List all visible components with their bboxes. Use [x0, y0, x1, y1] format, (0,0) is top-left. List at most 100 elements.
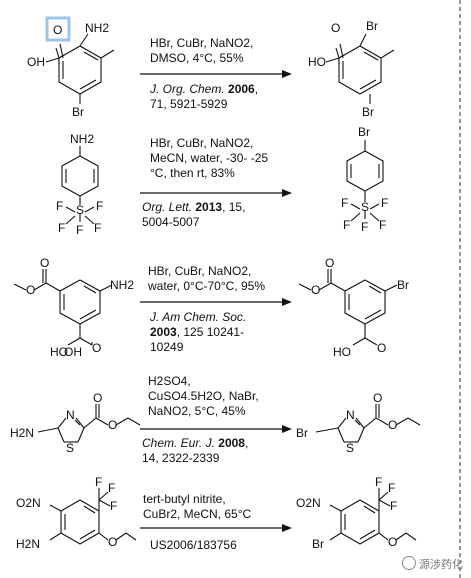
reference-pages: 10249 — [150, 340, 184, 354]
atom-label-f: F — [375, 475, 382, 489]
atom-label-o: O — [108, 535, 117, 549]
reference-pages: 14, 2322-2339 — [142, 451, 220, 465]
molecule-2-start — [61, 146, 99, 225]
atom-label-n: N — [66, 408, 75, 422]
molecule-4-product — [315, 404, 421, 443]
atom-label-f: F — [390, 499, 397, 513]
atom-label-f: F — [108, 481, 115, 495]
molecule-5-product — [329, 488, 417, 545]
journal-name: Org. Lett. — [142, 200, 193, 214]
atom-label-f: F — [56, 199, 63, 213]
atom-label-f: F — [76, 223, 83, 237]
reference-2: Org. Lett. 2013, 15, 5004-5007 — [142, 200, 245, 230]
atom-label-f: F — [96, 199, 103, 213]
patent-number: US2006/183756 — [150, 538, 237, 552]
reference-details: , — [254, 82, 259, 96]
molecule-1-start — [45, 33, 115, 104]
reference-details: , — [244, 436, 249, 450]
chat-icon — [402, 556, 416, 570]
conditions-1: HBr, CuBr, NaNO2, DMSO, 4°C, 55% — [150, 36, 253, 66]
conditions-4: H2SO4, CuSO4.5H2O, NaBr, NaNO2, 5°C, 45% — [148, 374, 259, 419]
atom-label-br: Br — [362, 105, 374, 119]
journal-year: 2008 — [218, 436, 245, 450]
condition-line: HBr, CuBr, NaNO2, — [150, 136, 254, 150]
atom-label-s: S — [66, 441, 74, 455]
atom-label-o: O — [40, 256, 49, 270]
condition-line: HBr, CuBr, NaNO2, — [150, 36, 254, 50]
journal-year: 2006 — [228, 82, 255, 96]
atom-label-o2n: O2N — [16, 496, 41, 510]
condition-line: tert-butyl nitrite, — [143, 492, 226, 506]
condition-line: MeCN, water, -30- -25 — [150, 151, 269, 165]
atom-label-br: Br — [358, 125, 370, 139]
reference-5: US2006/183756 — [150, 538, 237, 553]
reference-4: Chem. Eur. J. 2008, 14, 2322-2339 — [142, 436, 248, 466]
molecule-4-start — [37, 404, 141, 443]
atom-label-nh2: NH2 — [85, 21, 109, 35]
atom-label-o: O — [388, 418, 397, 432]
arrow-5 — [140, 524, 292, 532]
atom-label-ho: HO — [333, 345, 351, 359]
atom-label-f: F — [379, 218, 386, 232]
atom-label-o2n: O2N — [296, 496, 321, 510]
atom-label-br: Br — [366, 19, 378, 33]
atom-label-f: F — [110, 499, 117, 513]
atom-label-s: S — [361, 200, 369, 214]
condition-line: CuSO4.5H2O, NaBr, — [148, 389, 259, 403]
atom-label-o: O — [93, 391, 102, 405]
atom-label-nh2: NH2 — [110, 278, 134, 292]
journal-name: Chem. Eur. J. — [142, 436, 215, 450]
atom-label-o: O — [53, 23, 62, 37]
atom-label-oh: OH — [27, 55, 45, 69]
molecule-2-product — [346, 140, 384, 222]
atom-label-o: O — [108, 418, 117, 432]
atom-label-br: Br — [72, 105, 84, 119]
reference-details: , 15, — [222, 200, 246, 214]
atom-label-oh: HO — [50, 345, 68, 359]
atom-label-f: F — [381, 196, 388, 210]
journal-year: 2003 — [150, 325, 177, 339]
atom-label-br: Br — [312, 537, 324, 551]
molecule-3-start — [13, 269, 113, 346]
molecule-3-product — [298, 269, 398, 346]
condition-line: H2SO4, — [148, 374, 191, 388]
atom-label-f: F — [388, 481, 395, 495]
condition-line: CuBr2, MeCN, 65°C — [143, 507, 252, 521]
reference-details: , 125 10241- — [176, 325, 245, 339]
atom-label-ho: HO — [308, 55, 326, 69]
condition-line: water, 0°C-70°C, 95% — [148, 279, 265, 293]
conditions-5: tert-butyl nitrite, CuBr2, MeCN, 65°C — [143, 492, 251, 522]
journal-name: J. Org. Chem. — [150, 82, 225, 96]
watermark-text: 源涉药化 — [419, 559, 463, 571]
highlight-box — [45, 16, 71, 42]
arrow-1 — [140, 70, 292, 78]
atom-label-o: O — [325, 256, 334, 270]
condition-line: HBr, CuBr, NaNO2, — [148, 264, 252, 278]
atom-label-f: F — [361, 220, 368, 234]
atom-label-o: O — [92, 341, 101, 355]
atom-label-o: O — [26, 283, 35, 297]
atom-label-nh2: NH2 — [70, 132, 94, 146]
arrow-3 — [140, 298, 292, 306]
reference-1: J. Org. Chem. 2006, 71, 5921-5929 — [150, 82, 258, 112]
atom-label-f: F — [95, 475, 102, 489]
arrow-4 — [140, 425, 292, 433]
atom-label-o: O — [311, 283, 320, 297]
atom-label-f: F — [58, 221, 65, 235]
atom-label-o: O — [377, 341, 386, 355]
atom-label-s: S — [346, 441, 354, 455]
atom-label-s: S — [76, 203, 84, 217]
journal-name: J. Am Chem. Soc. — [150, 310, 247, 324]
journal-year: 2013 — [195, 200, 223, 214]
watermark: 源涉药化 — [402, 556, 463, 572]
atom-label-n: N — [346, 408, 355, 422]
conditions-3: HBr, CuBr, NaNO2, water, 0°C-70°C, 95% — [148, 264, 265, 294]
atom-label-o: O — [373, 391, 382, 405]
molecule-5-start — [49, 488, 137, 545]
condition-line: DMSO, 4°C, 55% — [150, 51, 244, 65]
atom-label-f: F — [341, 196, 348, 210]
molecule-1-product — [325, 33, 395, 104]
atom-label-h2n: H2N — [10, 426, 34, 440]
reference-pages: 5004-5007 — [142, 215, 200, 229]
